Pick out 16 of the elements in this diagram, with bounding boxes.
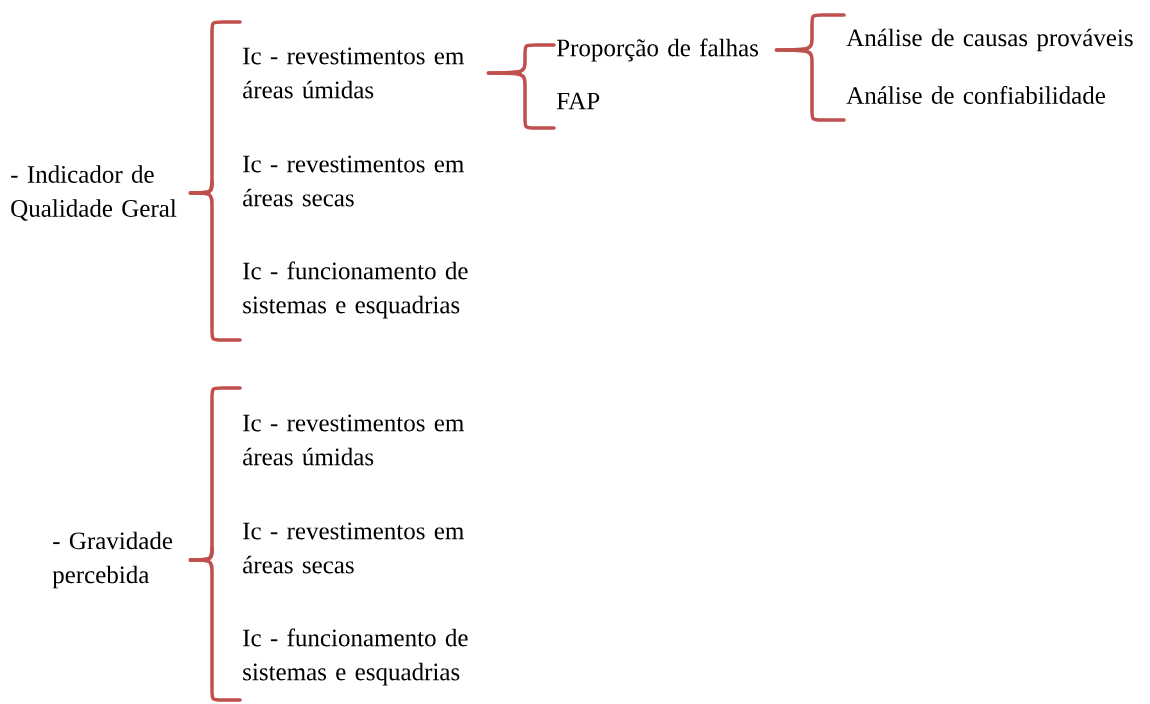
text-label: Ic - revestimentos em áreas secas [243,522,464,574]
text-label: - Indicador de Qualidade Geral [11,165,177,221]
brace-arm [486,71,556,130]
brace-arm [188,191,242,342]
text-label: Ic - funcionamento de sistemas e esquadrias [243,628,468,686]
text-label: Ic - revestimentos em áreas úmidas [243,47,464,99]
text-label: FAP [556,92,600,110]
text-label: Ic - revestimentos em áreas secas [243,155,464,207]
text-label: Ic - revestimentos em áreas úmidas [243,414,464,466]
text-label: Proporção de falhas [556,38,758,62]
brace-arm [774,48,846,122]
brace-arm [188,558,242,702]
text-label: Ic - funcionamento de sistemas e esquadrias [243,261,468,319]
text-label: Análise de confiabilidade [846,86,1105,104]
text-label: - Gravidade percebida [52,531,173,589]
text-label: Análise de causas prováveis [846,28,1133,52]
